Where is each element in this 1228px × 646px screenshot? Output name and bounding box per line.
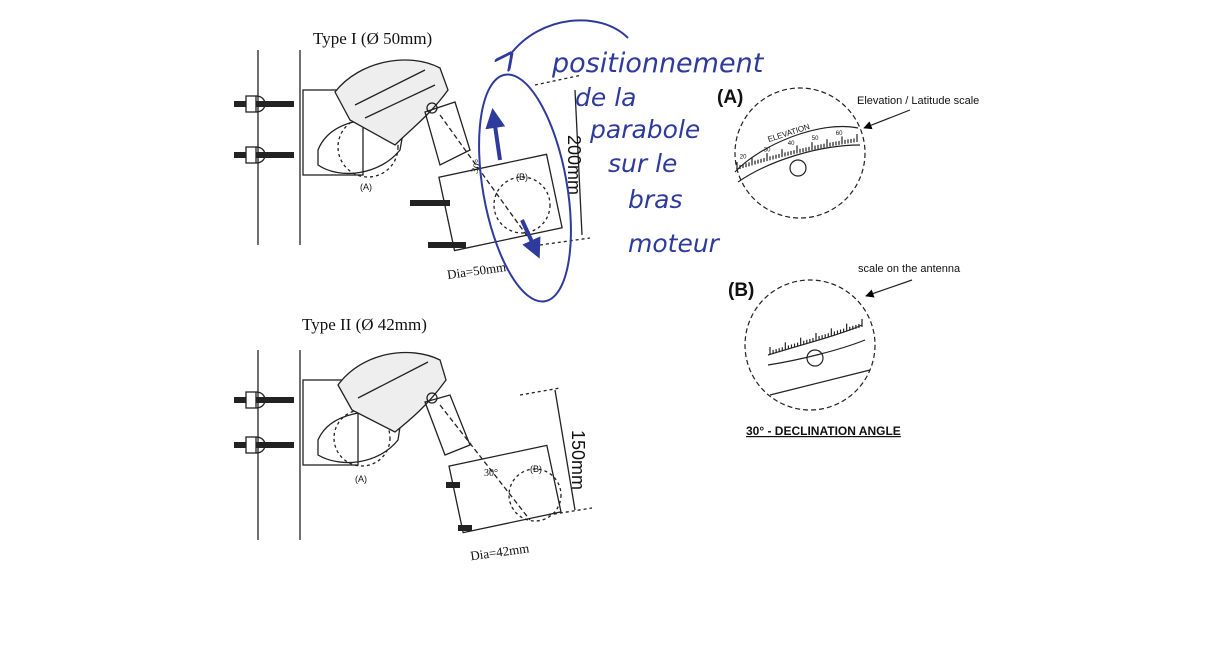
detail-b-pointer — [865, 279, 913, 298]
detail-b-circle — [744, 279, 876, 411]
annotation-line-1: positionnement — [551, 48, 765, 79]
type1-title: Type I (Ø 50mm) — [313, 29, 432, 48]
type2-u-bolt-upper — [234, 391, 294, 409]
detail-b-caption: scale on the antenna — [858, 263, 961, 275]
detail-a-pointer — [863, 109, 911, 130]
detail-a-tick-labels: 20 30 40 50 60 — [740, 131, 843, 160]
type2-label-b: (B) — [530, 464, 542, 474]
detail-a-ticks — [736, 134, 858, 170]
annotation-up-arrow — [485, 108, 506, 161]
detail-a-scale-arc — [734, 126, 859, 173]
type1-scale-circle — [493, 176, 551, 234]
type2-elevation-circle — [333, 409, 391, 467]
detail-a-tick-label: 50 — [812, 136, 819, 142]
type2-diagram — [234, 350, 593, 540]
type1-diagram — [234, 50, 591, 252]
detail-a-tick-label: 40 — [788, 141, 795, 147]
type1-angle: 30° — [470, 158, 485, 175]
detail-a-tick-label: 30 — [764, 147, 771, 153]
type2-title: Type II (Ø 42mm) — [302, 315, 427, 334]
type2-scale-circle — [508, 468, 562, 522]
type1-elevation-circle — [337, 116, 399, 178]
type2-label-a: (A) — [355, 474, 367, 484]
detail-b — [744, 279, 913, 411]
annotation-down-arrow — [520, 219, 541, 259]
annotation-line-6: moteur — [628, 229, 721, 258]
type2-diameter: Dia=42mm — [469, 540, 530, 563]
annotation-ellipse — [478, 73, 572, 303]
type2-u-bolt-lower — [234, 436, 294, 454]
type2-angle: 30° — [484, 468, 498, 479]
detail-a — [734, 87, 911, 219]
detail-a-tick-label: 20 — [740, 154, 747, 160]
detail-a-caption: Elevation / Latitude scale — [857, 95, 979, 107]
detail-b-ticks — [769, 319, 863, 355]
annotation-line-5: bras — [628, 185, 683, 214]
annotation-marks — [478, 19, 629, 303]
detail-a-tick-label: 60 — [836, 131, 843, 137]
annotation-line-3: parabole — [589, 115, 700, 144]
annotation-line-2: de la — [575, 83, 636, 112]
detail-a-label: (A) — [717, 87, 743, 108]
type2-length: 150mm — [568, 430, 588, 490]
detail-b-label: (B) — [728, 280, 754, 301]
type1-u-bolt-upper — [234, 95, 294, 113]
type1-label-a: (A) — [360, 182, 372, 192]
annotation-line-4: sur le — [608, 149, 677, 178]
annotation-pointer-arrow — [510, 19, 629, 55]
detail-b-footer: 30° - DECLINATION ANGLE — [746, 424, 901, 438]
type1-diameter: Dia=50mm — [446, 259, 507, 282]
type1-length: 200mm — [564, 135, 584, 195]
type1-u-bolt-lower — [234, 146, 294, 164]
type1-label-b: (B) — [516, 172, 528, 182]
detail-a-circle — [734, 87, 866, 219]
